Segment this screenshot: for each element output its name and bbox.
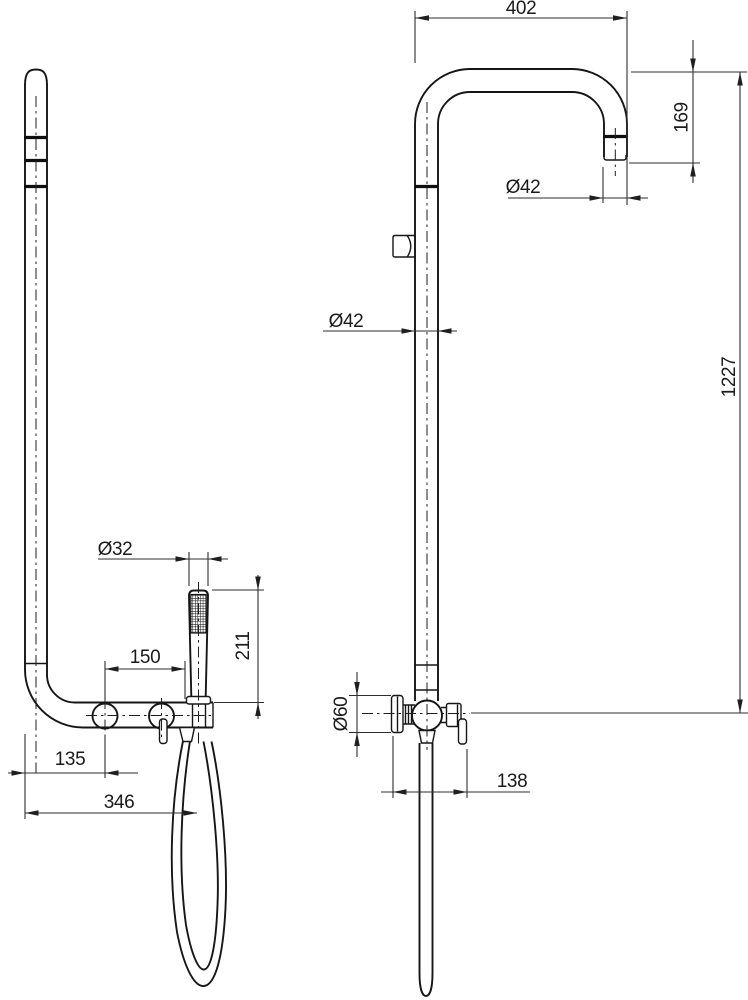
knurled-collar — [403, 704, 415, 725]
side-view-centerlines — [35, 96, 212, 777]
dim-label-402: 402 — [506, 0, 537, 19]
valve-handle-lever — [457, 718, 468, 745]
wall-pipe — [24, 68, 214, 729]
front-view-centerlines — [362, 102, 616, 750]
dimension-1227: 1227 — [471, 72, 748, 714]
mixer-lever — [158, 718, 168, 745]
dimension-138: 138 — [381, 736, 530, 798]
dimension-dia42-spout: Ø42 — [506, 167, 648, 203]
hand-shower-hose — [170, 740, 227, 987]
dimension-169: 169 — [629, 40, 747, 183]
hose-nut — [178, 726, 196, 743]
dim-label-150: 150 — [130, 647, 161, 668]
dimension-402: 402 — [414, 0, 628, 205]
dimension-150: 150 — [104, 647, 186, 699]
dim-label-138: 138 — [497, 771, 528, 792]
hand-shower — [178, 589, 212, 743]
mixer-valve — [390, 694, 468, 745]
dim-label-dia42-column: Ø42 — [329, 311, 364, 332]
dim-label-dia42-spout: Ø42 — [506, 177, 541, 198]
hose-front — [418, 743, 434, 997]
dimension-346: 346 — [25, 792, 197, 816]
dimension-dia42-column: Ø42 — [323, 311, 457, 334]
dim-label-1227: 1227 — [719, 357, 740, 398]
dim-label-346: 346 — [104, 792, 135, 813]
shower-column — [392, 68, 628, 701]
dim-label-dia60: Ø60 — [331, 697, 352, 732]
dim-label-dia32: Ø32 — [98, 539, 133, 560]
dim-label-211: 211 — [233, 631, 254, 660]
dimension-dia32: Ø32 — [98, 539, 228, 586]
dim-label-169: 169 — [672, 102, 693, 133]
dim-label-135: 135 — [55, 749, 86, 770]
diverter-knob — [392, 234, 415, 258]
side-view — [24, 68, 227, 987]
dimension-dia60: Ø60 — [331, 672, 391, 757]
dimension-211: 211 — [212, 575, 264, 719]
front-view — [362, 68, 628, 997]
dimension-135: 135 — [8, 734, 138, 819]
